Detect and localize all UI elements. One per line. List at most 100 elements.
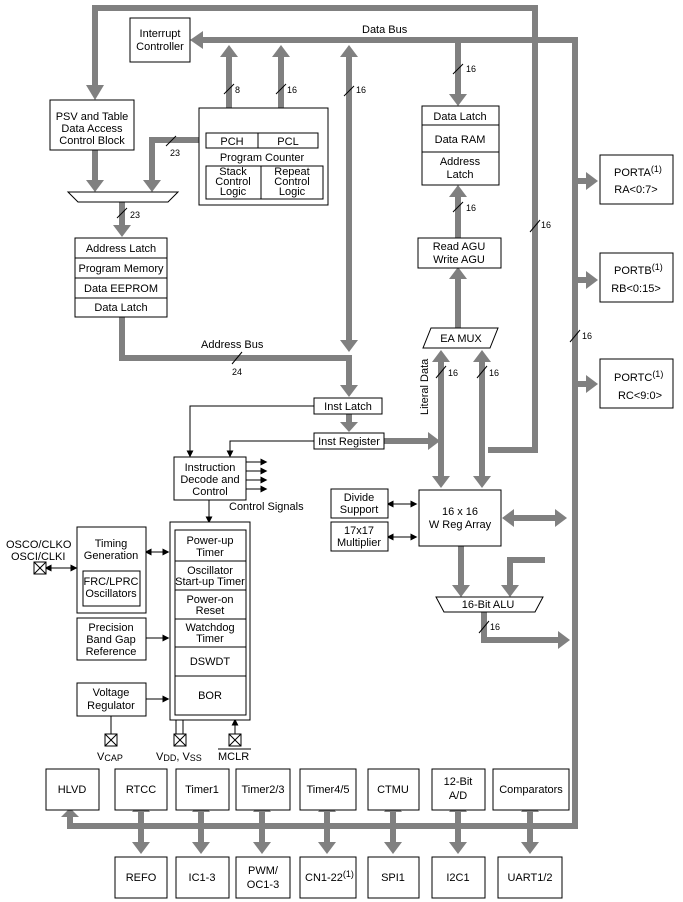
ram-address-arrow: [449, 185, 467, 197]
timing-generation-block: Timing Generation FRC/LPRC Oscillators: [76, 526, 147, 614]
svg-text:17x17: 17x17: [344, 525, 374, 537]
svg-text:Support: Support: [340, 504, 379, 516]
svg-text:16 x 16: 16 x 16: [442, 506, 478, 518]
svg-text:Control: Control: [192, 486, 227, 498]
svg-text:Oscillators: Oscillators: [85, 588, 137, 600]
svg-text:PORTA(1): PORTA(1): [614, 164, 662, 179]
svg-text:Logic: Logic: [279, 186, 306, 198]
svg-text:Precision: Precision: [88, 622, 133, 634]
svg-text:CN1-22(1): CN1-22(1): [305, 869, 354, 884]
svg-text:Data Access: Data Access: [61, 123, 123, 135]
voltage-regulator-block: Voltage Regulator: [76, 682, 147, 717]
peripheral-cn: CN1-22(1): [299, 856, 357, 899]
svg-text:Controller: Controller: [136, 41, 184, 53]
pch-label: PCH: [220, 136, 243, 148]
svg-text:23: 23: [130, 210, 140, 220]
instruction-decode-block: Instruction Decode and Control: [173, 456, 247, 501]
divide-support-block: Divide Support: [330, 488, 389, 519]
svg-text:Timer: Timer: [196, 633, 224, 645]
mux-memory-arrow: [113, 225, 131, 237]
svg-text:Instruction: Instruction: [185, 462, 236, 474]
svg-text:Write AGU: Write AGU: [433, 254, 485, 266]
peripheral-comparators: Comparators: [492, 768, 570, 811]
svg-text:Timer4/5: Timer4/5: [307, 784, 350, 796]
alu-arrow-left: [452, 585, 470, 597]
inst-register-arrow: [340, 422, 358, 432]
psv-mux-arrow: [86, 180, 104, 192]
agu-arrow: [449, 267, 467, 279]
interrupt-arrow: [190, 31, 203, 49]
ea-mux-block: EA MUX: [422, 327, 499, 349]
vcap-pin: VCAP: [97, 733, 123, 763]
svg-text:Logic: Logic: [220, 186, 247, 198]
pc-mux-arrow: [143, 180, 161, 192]
data-ram-block: Data Latch Data RAM Address Latch: [421, 105, 500, 186]
central-arrow-up: [340, 45, 358, 57]
svg-text:Power-up: Power-up: [186, 535, 233, 547]
svg-text:A/D: A/D: [449, 790, 467, 802]
svg-text:IC1-3: IC1-3: [189, 872, 216, 884]
peripheral-adc: 12-Bit A/D: [431, 768, 486, 811]
alu-arrow-right: [501, 585, 519, 597]
svg-text:Interrupt: Interrupt: [140, 28, 181, 40]
svg-text:12-Bit: 12-Bit: [444, 776, 473, 788]
svg-text:Band Gap: Band Gap: [86, 634, 136, 646]
central-arrow-down: [340, 340, 358, 352]
precision-bandgap-block: Precision Band Gap Reference: [76, 617, 147, 661]
ea-left-arrow-up: [432, 350, 450, 362]
bus-width-markers: 8 16 16 16 23 23 24 16 16 16 16 16 16: [116, 63, 592, 634]
svg-text:Regulator: Regulator: [87, 700, 135, 712]
svg-text:RA<0:7>: RA<0:7>: [614, 184, 657, 196]
svg-text:Data Latch: Data Latch: [433, 111, 486, 123]
svg-text:16-Bit ALU: 16-Bit ALU: [462, 599, 515, 611]
svg-text:OSCI/CLKI: OSCI/CLKI: [11, 551, 65, 563]
w-data-arrow-left: [502, 509, 514, 527]
svg-text:8: 8: [235, 85, 240, 95]
svg-text:16: 16: [541, 220, 551, 230]
svg-text:MCLR: MCLR: [218, 751, 249, 763]
mclr-pin: MCLR: [218, 733, 251, 763]
peripheral-uart: UART1/2: [497, 856, 563, 899]
address-bus-label: Address Bus: [201, 339, 264, 351]
svg-text:Data Latch: Data Latch: [94, 302, 147, 314]
alu-out-arrow: [558, 631, 570, 649]
svg-text:Control: Control: [215, 176, 250, 188]
svg-text:Timer2/3: Timer2/3: [242, 784, 285, 796]
alu-block: 16-Bit ALU: [435, 596, 544, 613]
svg-text:Program Memory: Program Memory: [79, 263, 164, 275]
hlvd-bus-arrow: [61, 808, 79, 817]
svg-text:HLVD: HLVD: [58, 784, 87, 796]
svg-text:16: 16: [466, 64, 476, 74]
port-c-block: PORTC(1) RC<9:0>: [599, 358, 674, 409]
svg-text:Start-up Timer: Start-up Timer: [175, 576, 245, 588]
svg-text:Voltage: Voltage: [93, 687, 130, 699]
svg-text:Generation: Generation: [84, 550, 138, 562]
svg-text:Control Block: Control Block: [59, 135, 125, 147]
w-reg-array-block: 16 x 16 W Reg Array: [418, 489, 502, 547]
svg-text:CTMU: CTMU: [377, 784, 409, 796]
inst-latch-block: Inst Latch: [313, 397, 383, 415]
data-bus-label: Data Bus: [362, 24, 408, 36]
svg-text:RC<9:0>: RC<9:0>: [618, 390, 662, 402]
svg-text:Address: Address: [440, 156, 481, 168]
portc-arrow: [586, 375, 598, 393]
program-memory-block: Address Latch Program Memory Data EEPROM…: [74, 237, 168, 318]
svg-text:Reset: Reset: [196, 605, 225, 617]
svg-text:Inst Latch: Inst Latch: [324, 401, 372, 413]
pc-to-mux-bus: [149, 137, 199, 180]
svg-text:Control: Control: [274, 176, 309, 188]
peripheral-rtcc: RTCC: [114, 768, 168, 811]
svg-text:BOR: BOR: [198, 690, 222, 702]
svg-text:16: 16: [582, 331, 592, 341]
vdd-vss-pin: VDD, VSS: [156, 733, 202, 763]
svg-text:Reference: Reference: [86, 646, 137, 658]
alu-feedback-bus: [507, 557, 545, 585]
svg-text:OSCO/CLKO: OSCO/CLKO: [6, 539, 72, 551]
svg-text:24: 24: [232, 367, 242, 377]
svg-text:23: 23: [170, 148, 180, 158]
svg-text:Latch: Latch: [447, 169, 474, 181]
svg-text:Address Latch: Address Latch: [86, 243, 156, 255]
svg-text:Stack: Stack: [219, 166, 247, 178]
data-bus-main: [67, 37, 578, 829]
